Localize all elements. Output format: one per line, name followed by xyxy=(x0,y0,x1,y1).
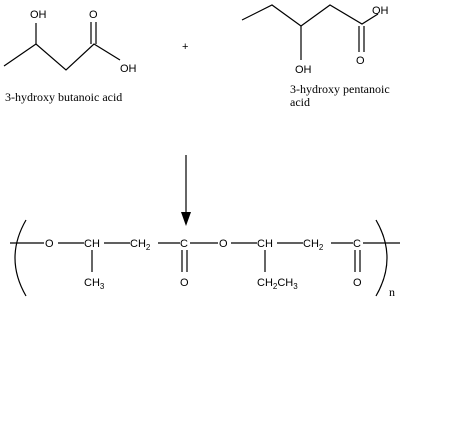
methyl-group-label: CH3 xyxy=(84,277,105,291)
butanoic-skeleton-bond xyxy=(3,43,121,71)
reactant-pentanoic-acid: OH O OH 3-hydroxy pentanoic acid xyxy=(241,4,390,109)
pentanoic-acid-name-line1: 3-hydroxy pentanoic xyxy=(290,82,390,96)
reaction-arrow xyxy=(181,155,191,226)
ethyl-group-label: CH2CH3 xyxy=(257,277,298,291)
right-parenthesis xyxy=(375,219,388,297)
pentanoic-acid-oh-label: OH xyxy=(372,5,389,17)
ester-oxygen-2-label: O xyxy=(219,238,228,250)
polymer-repeat-unit: O CH CH2 C O CH CH2 C CH3 O CH2CH3 O n xyxy=(10,219,400,299)
carbonyl-oxygen-2-label: O xyxy=(353,277,362,289)
ester-oxygen-1-label: O xyxy=(45,238,54,250)
butanoic-hydroxyl-label: OH xyxy=(30,9,47,21)
left-parenthesis xyxy=(14,219,27,297)
repeat-unit-subscript: n xyxy=(389,285,395,299)
methine-2-label: CH xyxy=(257,238,273,250)
carbonyl-oxygen-1-label: O xyxy=(180,277,189,289)
methine-1-label: CH xyxy=(84,238,100,250)
reactant-butanoic-acid: OH O OH 3-hydroxy butanoic acid xyxy=(3,9,137,104)
butanoic-carbonyl-oxygen-label: O xyxy=(89,9,98,21)
pentanoic-hydroxyl-label: OH xyxy=(295,64,312,76)
butanoic-acid-name: 3-hydroxy butanoic acid xyxy=(5,90,122,104)
butanoic-acid-oh-label: OH xyxy=(120,63,137,75)
pentanoic-skeleton-bond xyxy=(241,4,379,27)
methylene-2-label: CH2 xyxy=(303,238,324,252)
reaction-arrow-head xyxy=(181,212,191,226)
carbonyl-carbon-1-label: C xyxy=(180,238,188,250)
plus-sign: + xyxy=(182,41,188,53)
pentanoic-acid-name-line2: acid xyxy=(290,95,310,109)
pentanoic-carbonyl-oxygen-label: O xyxy=(356,55,365,67)
carbonyl-carbon-2-label: C xyxy=(353,238,361,250)
methylene-1-label: CH2 xyxy=(130,238,151,252)
